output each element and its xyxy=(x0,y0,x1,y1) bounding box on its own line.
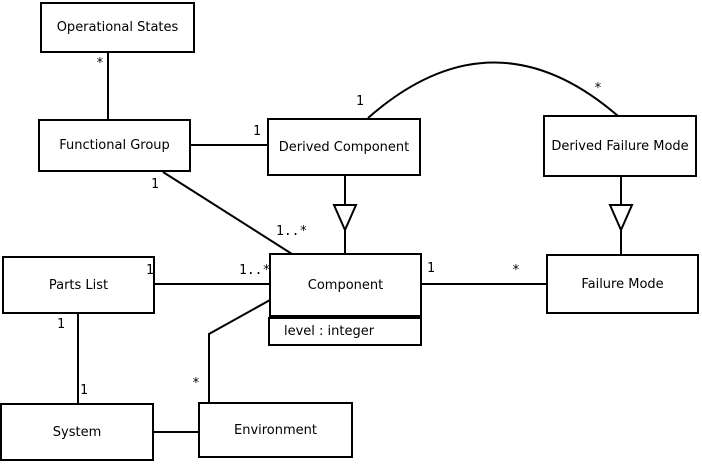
multiplicity-operational-states: * xyxy=(96,56,104,71)
class-derived-failure-mode: Derived Failure Mode xyxy=(543,115,697,177)
multiplicity-functional-group: 1 xyxy=(151,177,159,192)
class-functional-group: Functional Group xyxy=(38,119,191,172)
multiplicity-arc-derived-component: 1 xyxy=(356,94,364,109)
multiplicity-parts-list-system-bottom: 1 xyxy=(80,383,88,398)
class-derived-component: Derived Component xyxy=(267,118,421,176)
class-label-system: System xyxy=(52,424,102,440)
class-label-functional-group: Functional Group xyxy=(59,138,170,153)
edge-component-environment xyxy=(208,299,271,403)
class-component-attributes: level : integer xyxy=(268,317,422,346)
multiplicity-component-from-parts-list: 1..* xyxy=(239,263,271,278)
multiplicity-parts-list: 1 xyxy=(146,263,154,278)
class-system: System xyxy=(0,403,154,461)
class-label-failure-mode: Failure Mode xyxy=(581,276,664,292)
class-failure-mode: Failure Mode xyxy=(546,254,699,314)
edge-functional-group-component xyxy=(162,171,293,255)
class-environment: Environment xyxy=(198,402,353,458)
class-label-component: Component xyxy=(307,277,384,293)
generalization-triangle-component xyxy=(332,204,358,233)
class-component: Component xyxy=(269,253,422,317)
class-label-derived-failure-mode: Derived Failure Mode xyxy=(551,138,689,154)
class-label-parts-list: Parts List xyxy=(48,277,109,293)
multiplicity-failure-mode: * xyxy=(512,263,520,278)
multiplicity-component-to-failure-mode: 1 xyxy=(427,261,435,276)
multiplicity-derived-component: 1 xyxy=(253,124,261,139)
generalization-triangle-failure-mode xyxy=(608,204,634,233)
class-parts-list: Parts List xyxy=(2,256,155,314)
class-label-environment: Environment xyxy=(233,422,317,438)
multiplicity-environment: * xyxy=(192,376,200,391)
attribute-component-level: level : integer xyxy=(284,324,375,339)
multiplicity-parts-list-system-top: 1 xyxy=(57,317,65,332)
multiplicity-component-from-functional-group: 1..* xyxy=(276,224,308,239)
class-operational-states: Operational States xyxy=(40,2,195,53)
edge-derived-component-derived-failure-mode-arc xyxy=(367,61,619,119)
multiplicity-arc-derived-failure-mode: * xyxy=(594,81,602,96)
class-label-operational-states: Operational States xyxy=(56,20,179,35)
class-label-derived-component: Derived Component xyxy=(278,139,410,155)
